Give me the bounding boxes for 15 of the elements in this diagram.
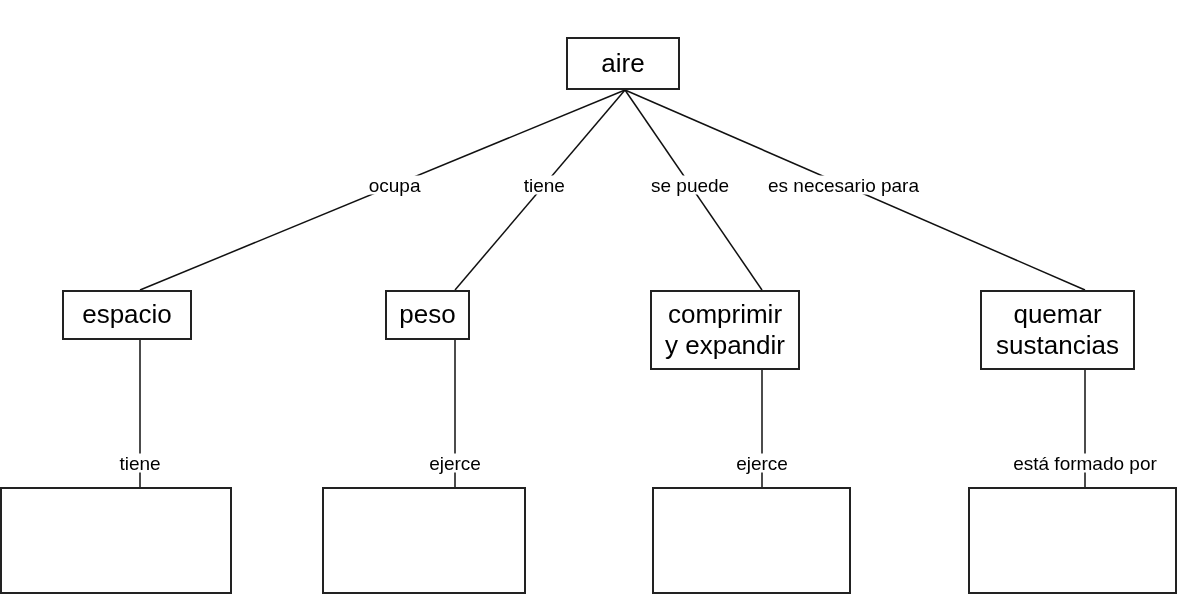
- concept-box: peso: [385, 290, 470, 340]
- empty-answer-box: [0, 487, 232, 594]
- empty-answer-box: [322, 487, 526, 594]
- concept-box: espacio: [62, 290, 192, 340]
- concept-box: quemar sustancias: [980, 290, 1135, 370]
- connector-line: [139, 89, 626, 291]
- connector-line: [454, 339, 456, 488]
- connector-line: [454, 89, 626, 291]
- connector-line: [139, 339, 141, 488]
- connector-line: [624, 89, 1086, 291]
- connector-line: [624, 89, 763, 291]
- concept-box: comprimir y expandir: [650, 290, 800, 370]
- empty-answer-box: [652, 487, 851, 594]
- concept-box: aire: [566, 37, 680, 90]
- empty-answer-box: [968, 487, 1177, 594]
